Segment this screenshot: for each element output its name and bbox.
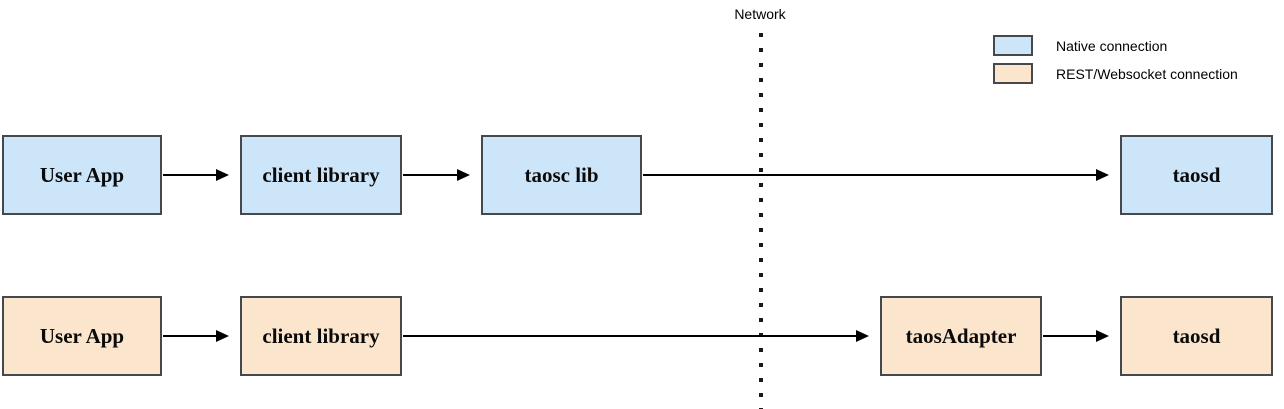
arrow-rest-taosadapter-to-taosd bbox=[1043, 330, 1109, 342]
arrow-rest-userapp-to-clientlibrary bbox=[163, 330, 229, 342]
legend-label-rest: REST/Websocket connection bbox=[1056, 65, 1238, 82]
legend-item-rest: REST/Websocket connection bbox=[993, 63, 1238, 84]
node-user-app-rest: User App bbox=[2, 296, 162, 376]
node-client-library-rest: client library bbox=[240, 296, 402, 376]
node-taosc-lib: taosc lib bbox=[481, 135, 642, 215]
node-client-library-native: client library bbox=[240, 135, 402, 215]
node-taosd-rest: taosd bbox=[1120, 296, 1273, 376]
node-user-app-native: User App bbox=[2, 135, 162, 215]
legend-swatch-rest bbox=[993, 63, 1033, 84]
node-taosadapter: taosAdapter bbox=[880, 296, 1042, 376]
node-taosd-native: taosd bbox=[1120, 135, 1273, 215]
arrow-native-clientlibrary-to-taosclib bbox=[403, 169, 470, 181]
network-divider-dotted-line bbox=[759, 33, 763, 409]
network-label: Network bbox=[734, 6, 786, 22]
arrow-rest-clientlibrary-to-taosadapter bbox=[403, 330, 869, 342]
arrow-native-userapp-to-clientlibrary bbox=[163, 169, 229, 181]
arrow-native-taosclib-to-taosd bbox=[643, 169, 1109, 181]
legend-swatch-native bbox=[993, 35, 1033, 56]
legend-label-native: Native connection bbox=[1056, 37, 1168, 54]
legend-item-native: Native connection bbox=[993, 35, 1167, 56]
